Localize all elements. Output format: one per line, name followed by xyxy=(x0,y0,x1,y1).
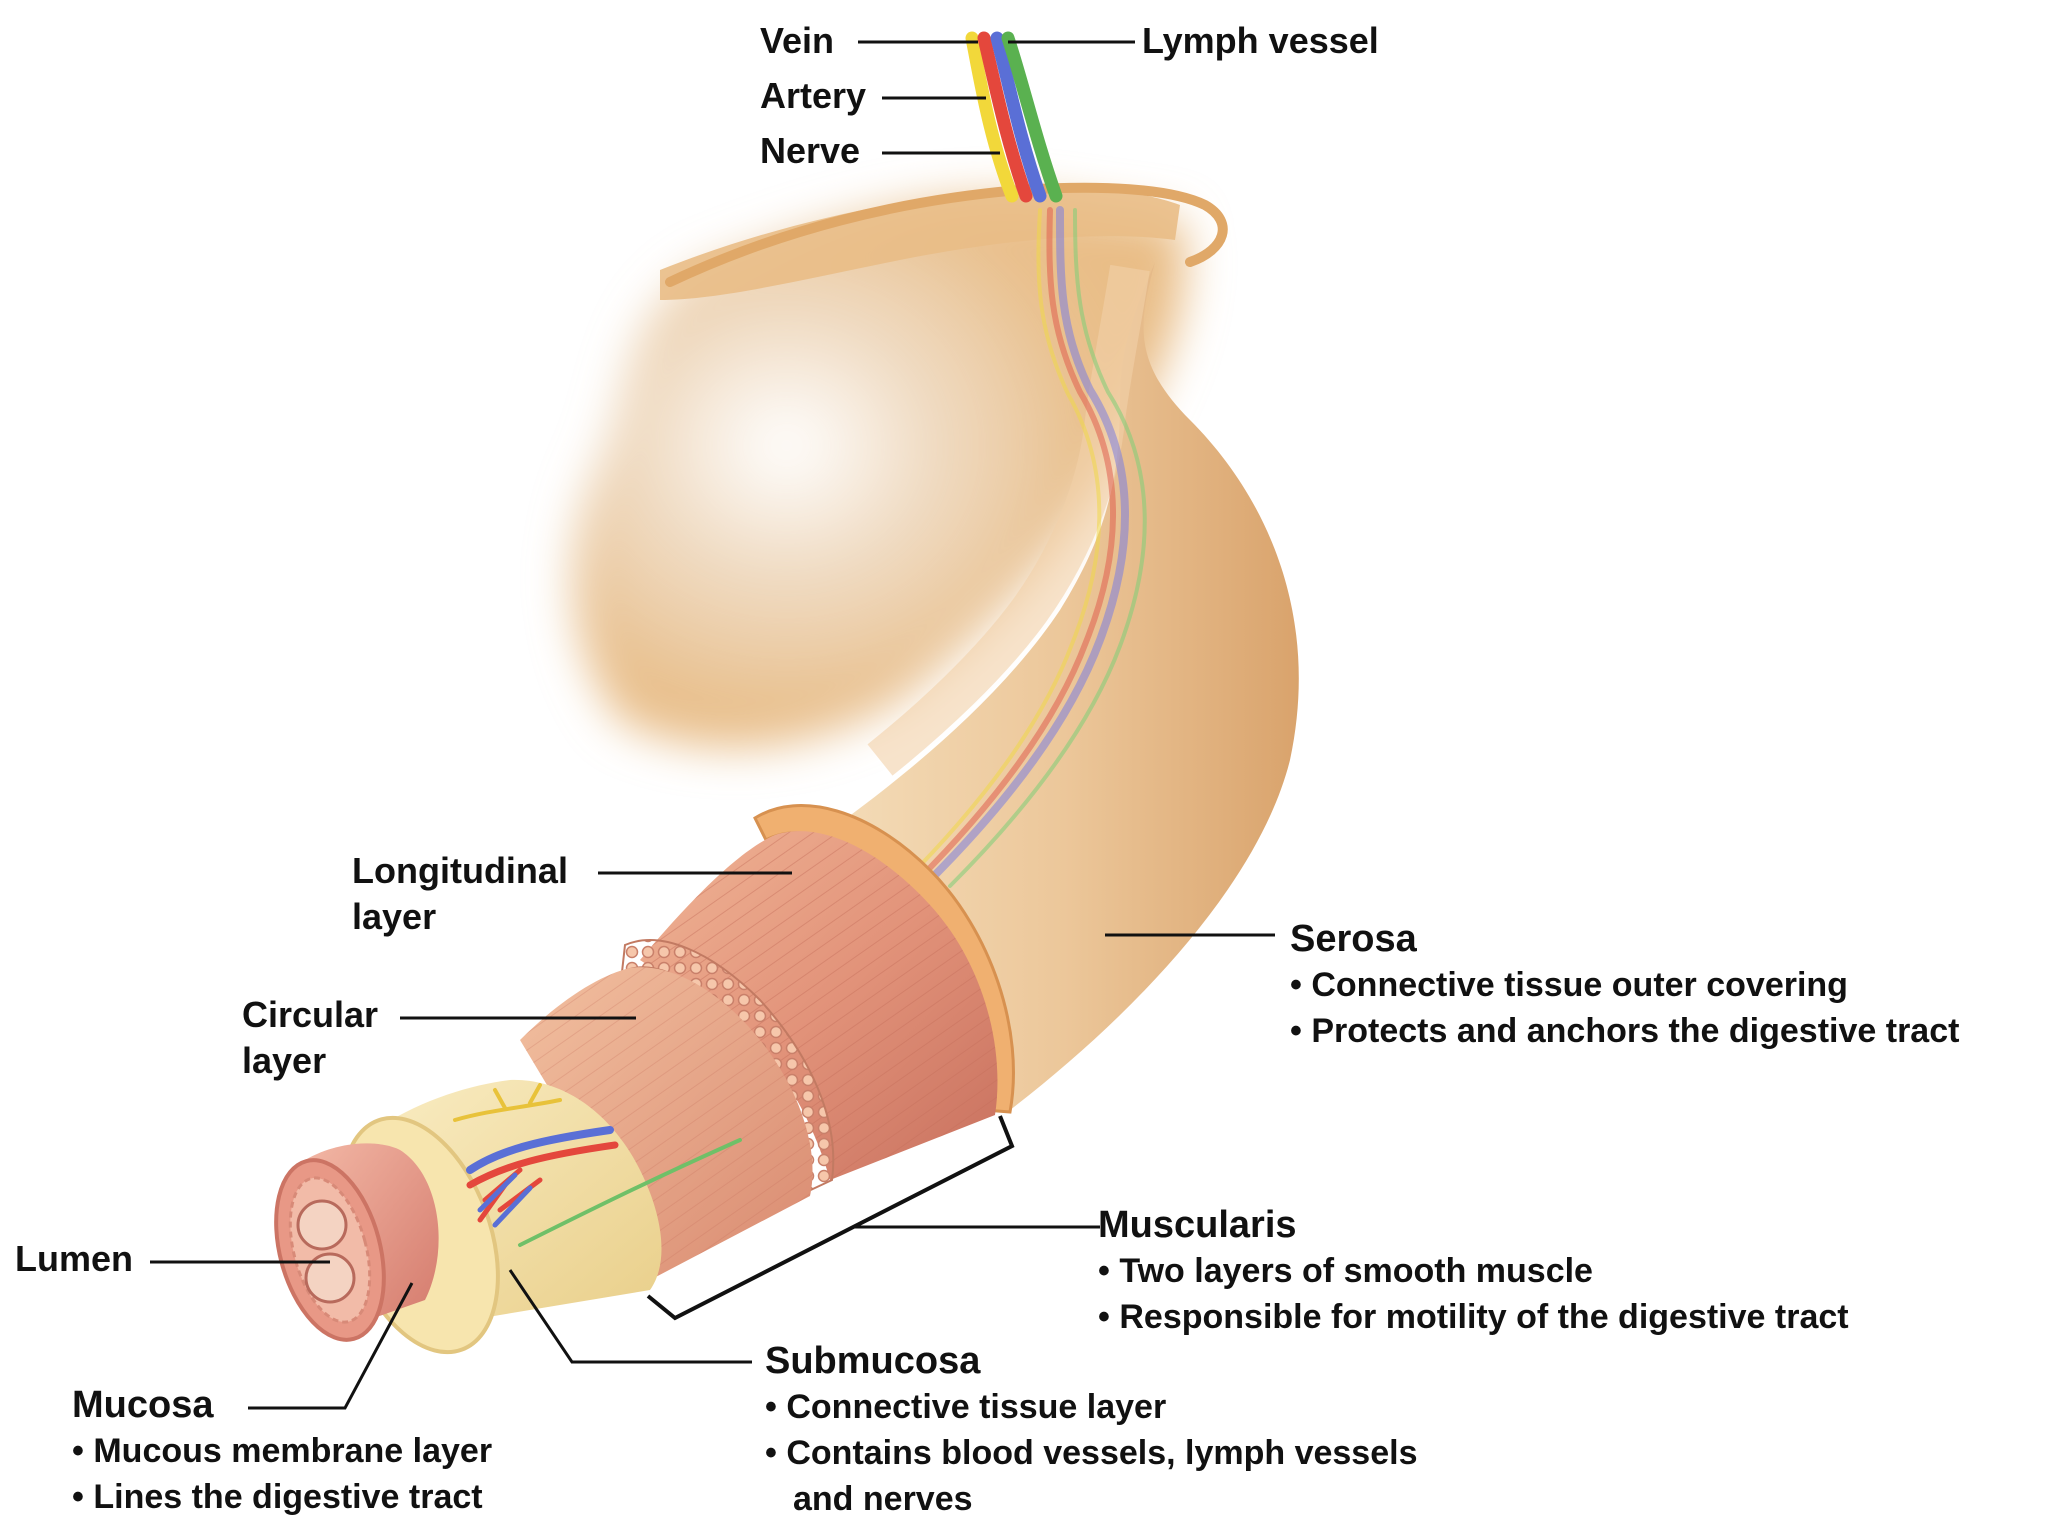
submucosa-item-2-continued: and nerves xyxy=(765,1476,1417,1522)
longitudinal-line2: layer xyxy=(352,896,568,938)
submucosa-item-1: Connective tissue layer xyxy=(765,1384,1417,1430)
circular-line1: Circular xyxy=(242,994,378,1036)
vein-label: Vein xyxy=(760,20,834,62)
longitudinal-layer-label: Longitudinal layer xyxy=(352,850,568,938)
vessel-bundle xyxy=(972,38,1056,196)
circular-layer-label: Circular layer xyxy=(242,994,378,1082)
lymph-vessel-label: Lymph vessel xyxy=(1142,20,1379,62)
muscularis-title: Muscularis xyxy=(1098,1204,1849,1246)
serosa-item-2: Protects and anchors the digestive tract xyxy=(1290,1008,1959,1054)
serosa-title: Serosa xyxy=(1290,918,1959,960)
longitudinal-line1: Longitudinal xyxy=(352,850,568,892)
submucosa-block: Submucosa Connective tissue layer Contai… xyxy=(765,1340,1417,1522)
muscularis-item-1: Two layers of smooth muscle xyxy=(1098,1248,1849,1294)
submucosa-title: Submucosa xyxy=(765,1340,1417,1382)
circular-line2: layer xyxy=(242,1040,378,1082)
muscularis-item-2: Responsible for motility of the digestiv… xyxy=(1098,1294,1849,1340)
mucosa-block: Mucosa Mucous membrane layer Lines the d… xyxy=(72,1384,492,1520)
nerve-label: Nerve xyxy=(760,130,860,172)
submucosa-item-2: Contains blood vessels, lymph vessels xyxy=(765,1430,1417,1476)
serosa-block: Serosa Connective tissue outer covering … xyxy=(1290,918,1959,1054)
mucosa-item-1: Mucous membrane layer xyxy=(72,1428,492,1474)
mucosa-item-2: Lines the digestive tract xyxy=(72,1474,492,1520)
artery-label: Artery xyxy=(760,75,866,117)
muscularis-block: Muscularis Two layers of smooth muscle R… xyxy=(1098,1204,1849,1340)
lumen-label: Lumen xyxy=(15,1238,133,1280)
serosa-item-1: Connective tissue outer covering xyxy=(1290,962,1959,1008)
mucosa-title: Mucosa xyxy=(72,1384,492,1426)
